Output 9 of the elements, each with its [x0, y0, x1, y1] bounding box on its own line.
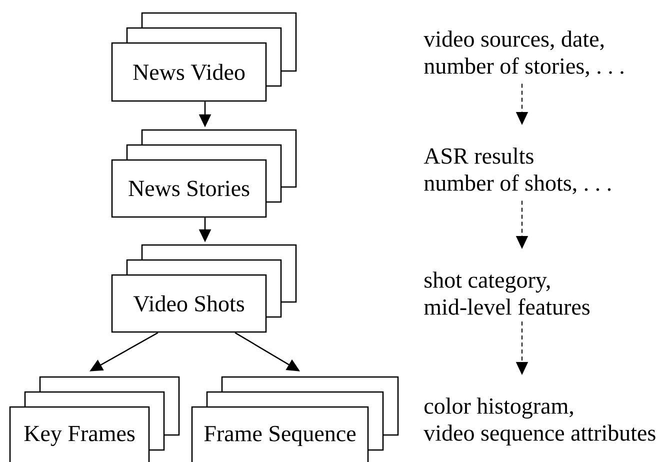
stacked-box: Video Shots — [111, 244, 297, 333]
annotation-text: color histogram, video sequence attributes — [424, 398, 656, 446]
stacked-box: News Video — [111, 12, 297, 102]
stacked-box: Frame Sequence — [191, 376, 399, 462]
stacked-box: News Stories — [111, 129, 297, 218]
stacked-box: Key Frames — [9, 376, 180, 462]
annotation-text: video sources, date, number of stories, . . . — [424, 30, 624, 78]
annotation-text: shot category, mid-level features — [424, 272, 590, 315]
annotation-text: ASR results number of shots, . . . — [424, 148, 611, 194]
